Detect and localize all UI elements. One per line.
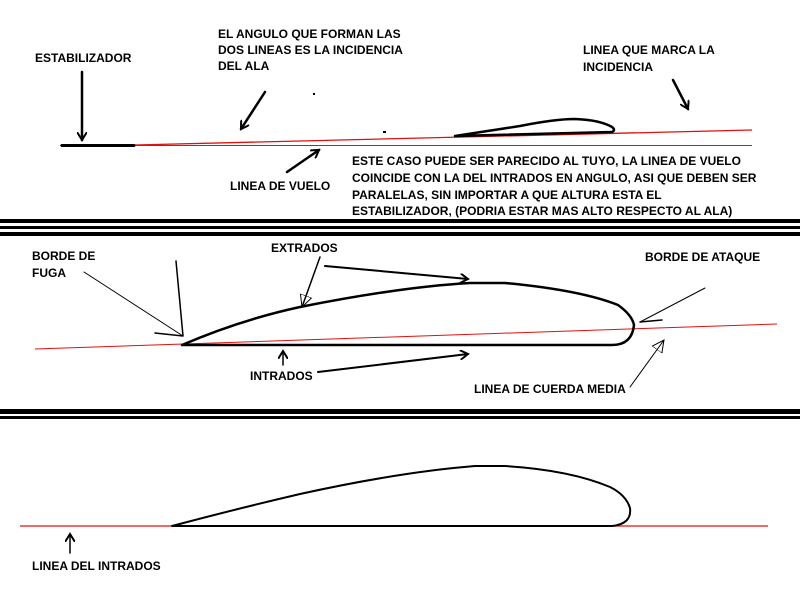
explanation-line: PARALELAS, SIN IMPORTAR A QUE ALTURA EST…	[352, 188, 662, 202]
trailing-edge-arrowhead	[154, 260, 184, 337]
leading-edge-arrow	[639, 287, 706, 323]
middle-panel: BORDE DE FUGA EXTRADOS BORDE DE ATAQUE I…	[32, 241, 778, 396]
explanation-line: COINCIDE CON LA DEL INTRADOS EN ANGULO, …	[352, 171, 757, 185]
lower-surface-label: INTRADOS	[250, 369, 313, 383]
separator	[0, 409, 800, 419]
incidence-line	[134, 129, 753, 146]
speck	[383, 131, 386, 133]
trailing-edge-arrow	[83, 271, 184, 337]
separator	[0, 219, 800, 236]
explanation-line: ESTABILIZADOR, (PODRIA ESTAR MAS ALTO RE…	[352, 204, 732, 218]
leading-edge-label: BORDE DE ATAQUE	[645, 250, 760, 264]
airfoil	[171, 465, 632, 527]
leading-edge-arrowhead	[639, 319, 663, 323]
angle-arrow	[239, 90, 267, 129]
incidence-line-label: LINEA QUE MARCA LA	[583, 43, 715, 57]
incidence-line-label: INCIDENCIA	[583, 60, 653, 74]
speck	[313, 93, 315, 95]
upper-surface-arrow	[302, 256, 321, 307]
trailing-edge-label: FUGA	[32, 266, 66, 280]
angle-note-line: EL ANGULO QUE FORMAN LAS	[218, 27, 401, 41]
lower-surface-line-label: LINEA DEL INTRADOS	[32, 559, 161, 573]
upper-surface-label: EXTRADOS	[271, 241, 338, 255]
flight-line-arrow	[285, 148, 319, 174]
stabilizer-label: ESTABILIZADOR	[35, 51, 132, 65]
angle-note-line: DEL ALA	[218, 59, 270, 73]
flight-line-label: LINEA DE VUELO	[230, 179, 330, 193]
lower-surface-arrow	[317, 354, 468, 373]
trailing-edge-label: BORDE DE	[32, 249, 95, 263]
chord-line-arrow	[629, 340, 664, 388]
upper-surface-arrow	[324, 265, 468, 279]
explanation-line: ESTE CASO PUEDE SER PARECIDO AL TUYO, LA…	[352, 154, 741, 168]
small-airfoil	[453, 117, 616, 138]
top-panel: ESTABILIZADOR EL ANGULO QUE FORMAN LAS D…	[35, 27, 757, 218]
airfoil	[180, 281, 636, 347]
angle-note-line: DOS LINEAS ES LA INCIDENCIA	[218, 43, 403, 57]
chord-line-label: LINEA DE CUERDA MEDIA	[474, 382, 626, 396]
chord-line	[34, 323, 778, 350]
bottom-panel: LINEA DEL INTRADOS	[20, 465, 768, 573]
incidence-arrow	[671, 78, 688, 109]
